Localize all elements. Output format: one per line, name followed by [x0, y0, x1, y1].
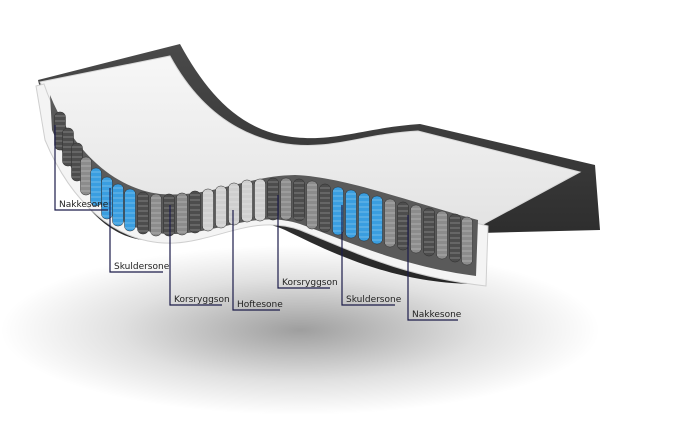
- leader-line-2: [109, 188, 163, 273]
- floor-shadow: [0, 245, 600, 415]
- pocket-spring: [397, 201, 409, 251]
- pocket-spring: [449, 213, 461, 263]
- pocket-spring: [423, 207, 435, 257]
- pocket-spring: [112, 183, 124, 227]
- zone-label-nakkesone-right: Nakkesone: [412, 310, 462, 320]
- leader-line-5: [277, 195, 330, 289]
- pocket-spring: [124, 188, 136, 232]
- pocket-spring: [163, 193, 175, 237]
- pocket-spring: [241, 179, 253, 223]
- pocket-spring: [202, 188, 214, 232]
- leader-line-3: [169, 205, 222, 306]
- pocket-spring: [332, 186, 344, 236]
- pocket-spring: [80, 156, 92, 196]
- pocket-spring: [189, 190, 201, 234]
- pocket-spring: [358, 192, 370, 242]
- pocket-spring: [254, 178, 266, 222]
- pocket-spring: [384, 198, 396, 248]
- pocket-spring: [436, 210, 448, 260]
- pocket-spring: [101, 176, 113, 220]
- pocket-springs: [54, 111, 473, 266]
- pocket-spring: [306, 180, 318, 230]
- pocket-spring: [215, 185, 227, 229]
- pocket-spring: [345, 189, 357, 239]
- pocket-spring: [293, 178, 305, 222]
- leader-lines: [54, 125, 458, 321]
- leader-line-4: [232, 210, 280, 311]
- zone-label-korsryggson-left: Korsryggson: [174, 295, 230, 305]
- pocket-spring: [176, 192, 188, 236]
- pocket-spring: [71, 142, 83, 182]
- pocket-spring: [319, 183, 331, 233]
- zone-label-nakkesone-left: Nakkesone: [59, 200, 109, 210]
- pocket-spring: [228, 182, 240, 226]
- pocket-spring: [90, 167, 102, 207]
- pocket-spring: [267, 177, 279, 221]
- pocket-spring: [280, 177, 292, 221]
- pocket-spring: [410, 204, 422, 254]
- leader-line-7: [407, 215, 458, 321]
- pocket-spring: [461, 216, 473, 266]
- pocket-spring: [137, 191, 149, 235]
- leader-line-6: [341, 205, 395, 306]
- zone-label-hoftesone: Hoftesone: [237, 300, 283, 310]
- leader-line-1: [54, 125, 108, 211]
- zone-label-korsryggson-right: Korsryggson: [282, 278, 338, 288]
- zone-label-skuldersone-right: Skuldersone: [346, 295, 402, 305]
- zone-label-skuldersone-left: Skuldersone: [114, 262, 170, 272]
- pocket-spring: [371, 195, 383, 245]
- pocket-spring: [150, 193, 162, 237]
